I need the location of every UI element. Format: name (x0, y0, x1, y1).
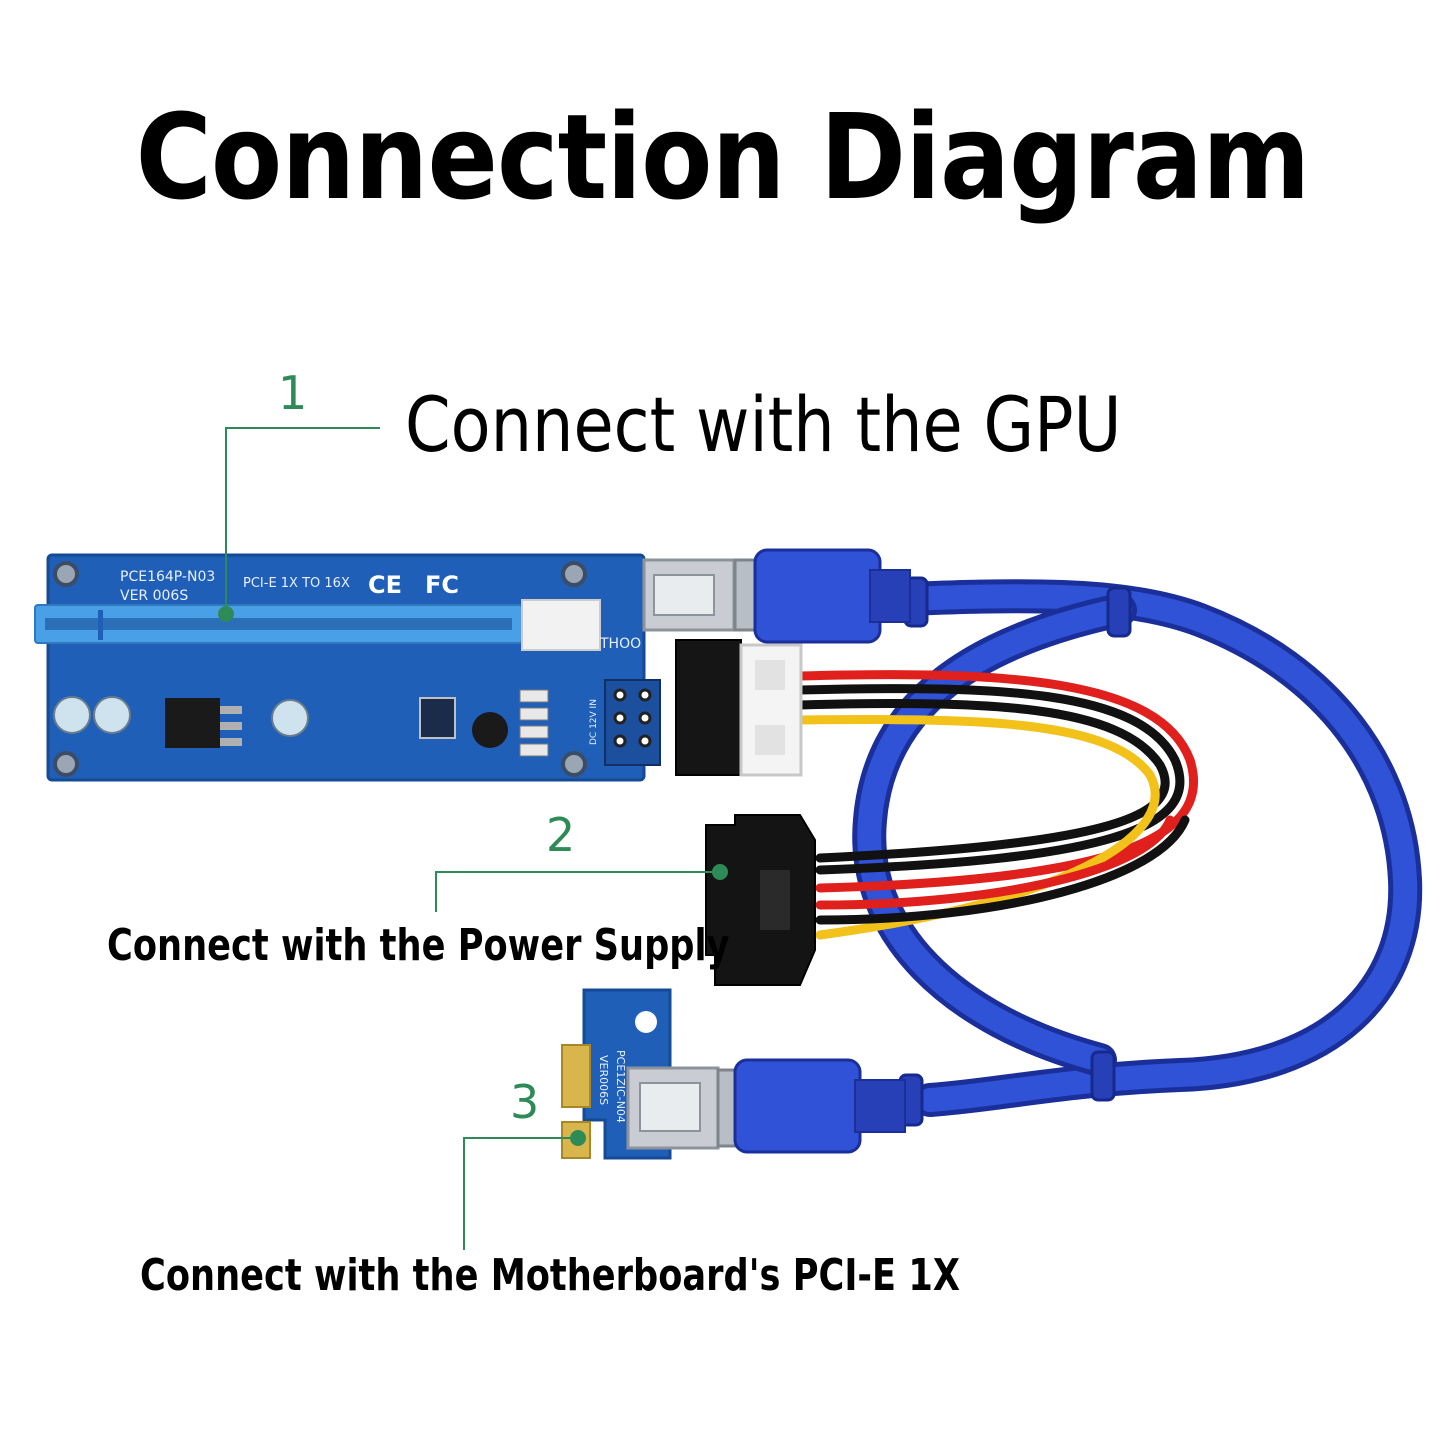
board-version-text: VER 006S (120, 588, 188, 604)
sata-connector (705, 814, 816, 986)
leader-dots (218, 606, 728, 1146)
step-2-number: 2 (546, 808, 576, 862)
adapter-version-text: VER006S (597, 1055, 610, 1105)
molex-connector (675, 639, 803, 777)
leader-lines (225, 427, 720, 1250)
board-side-text: THOO (599, 636, 641, 652)
riser-usb-port (642, 558, 736, 632)
step-3-label: Connect with the Motherboard's PCI-E 1X (140, 1250, 960, 1301)
step-3-number: 3 (510, 1075, 540, 1129)
page-title: Connection Diagram (135, 88, 1311, 226)
step-2-label: Connect with the Power Supply (107, 920, 730, 971)
pcie-x1-adapter: PCE1ZIC-N04 VER006S (561, 988, 906, 1160)
step-1-number: 1 (278, 366, 308, 420)
riser-usb-plug (733, 548, 911, 644)
usb-cable (852, 576, 1423, 1127)
board-power-text: DC 12V IN (589, 699, 599, 745)
power-wires (795, 670, 1199, 940)
board-model-text: PCE164P-N03 (120, 569, 215, 585)
board-slot-text: PCI-E 1X TO 16X (243, 576, 350, 591)
ce-mark: CE (368, 571, 402, 599)
riser-board: PCE164P-N03 VER 006S PCI-E 1X TO 16X CE … (34, 553, 661, 782)
adapter-model-text: PCE1ZIC-N04 (614, 1050, 627, 1123)
step-1-label: Connect with the GPU (405, 380, 1122, 469)
fc-mark: FC (425, 571, 459, 599)
